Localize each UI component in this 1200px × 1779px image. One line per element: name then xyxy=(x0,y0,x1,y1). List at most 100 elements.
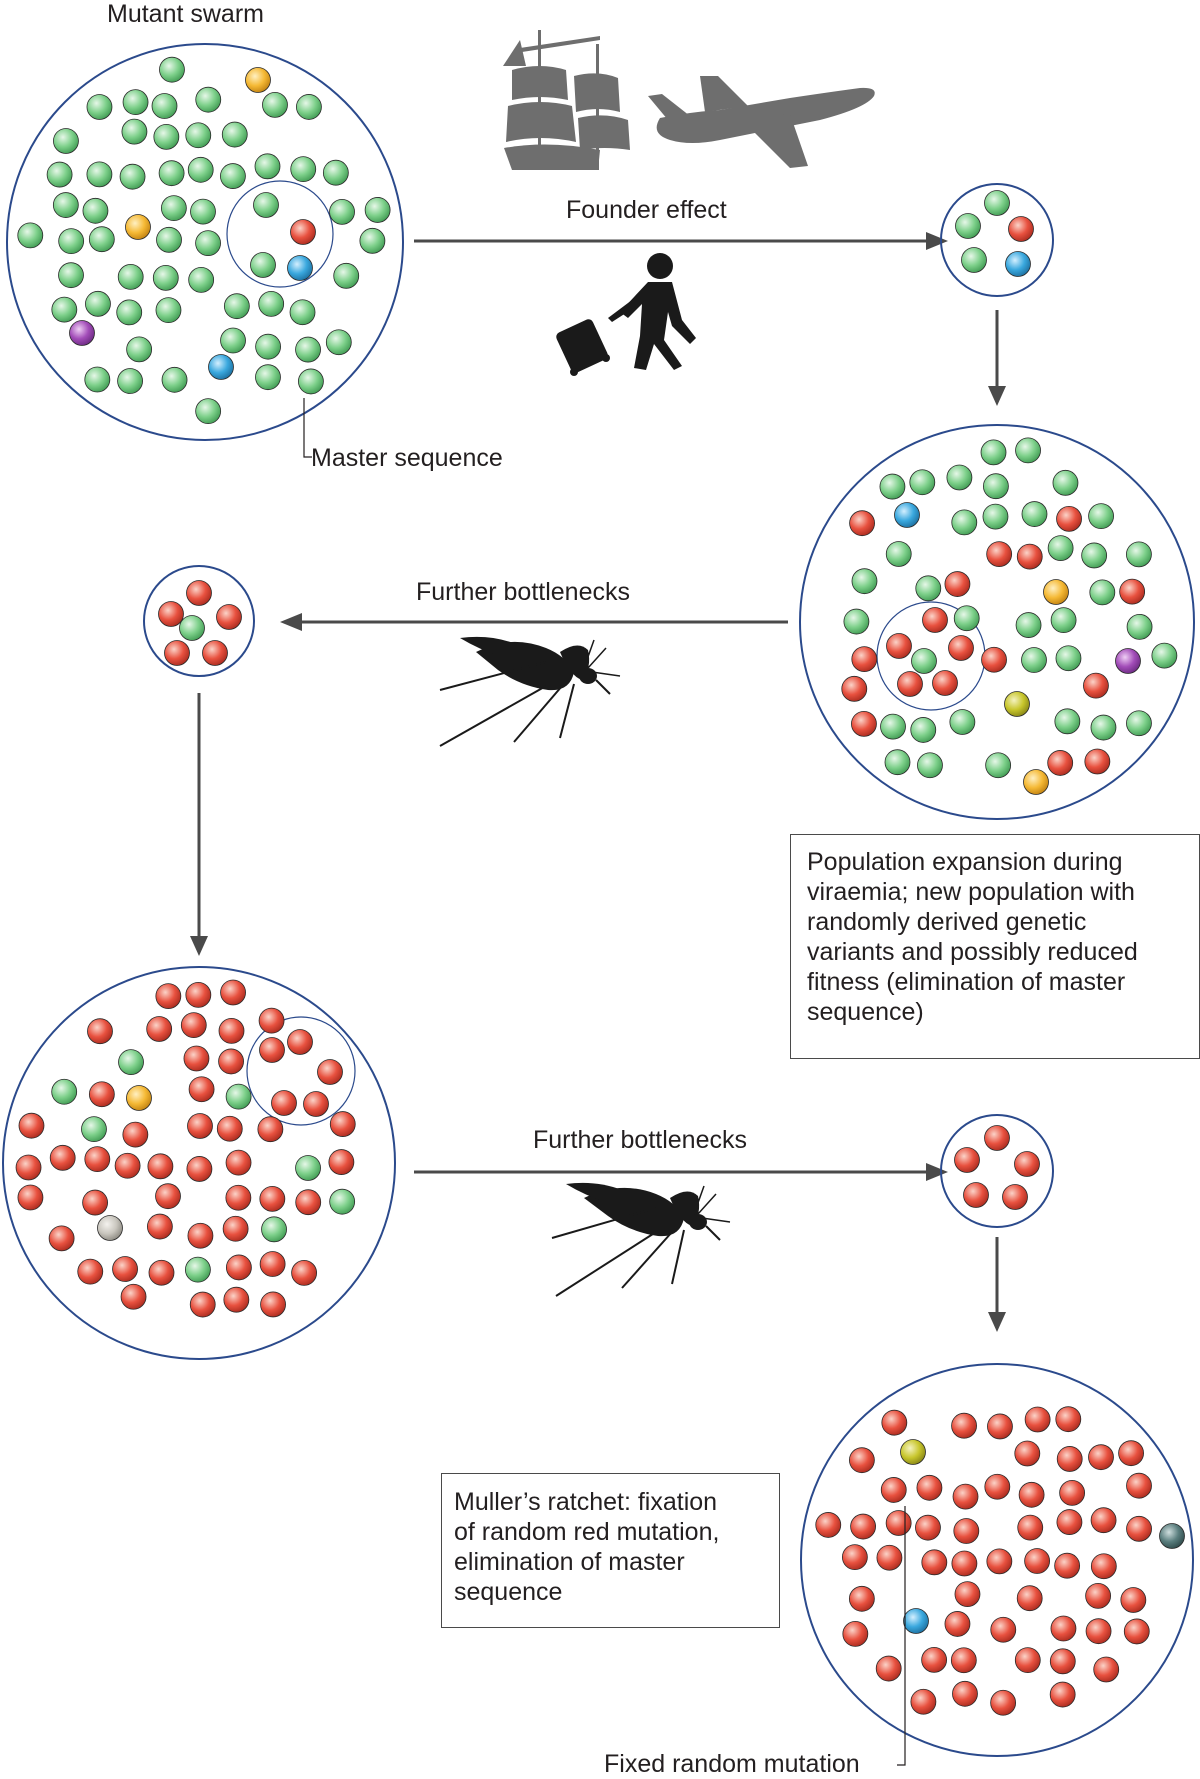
virus-particle-green xyxy=(1126,541,1152,568)
virus-particle-red xyxy=(216,604,242,630)
mullers-ratchet-note: Muller’s ratchet: fixation of random red… xyxy=(441,1473,780,1628)
virus-particle-red xyxy=(48,1225,75,1252)
virus-particle-red xyxy=(1008,216,1034,242)
virus-particle-red xyxy=(1014,1151,1040,1177)
virus-particle-red xyxy=(849,510,875,537)
virus-particle-red xyxy=(954,1147,980,1173)
virus-particle-red xyxy=(146,1213,173,1240)
virus-particle-green xyxy=(53,128,79,154)
virus-particle-red xyxy=(1056,1446,1083,1472)
virus-particle-green xyxy=(195,230,221,257)
virus-particle-green xyxy=(158,160,185,187)
virus-particle-red xyxy=(1047,750,1074,776)
virus-particle-green xyxy=(359,227,386,254)
virus-particle-green xyxy=(85,290,111,317)
virus-particle-green xyxy=(951,509,978,536)
virus-particle-green xyxy=(290,156,317,183)
virus-particle-red xyxy=(950,1647,977,1674)
virus-particle-red xyxy=(841,1544,868,1571)
virus-particle-red xyxy=(885,1510,912,1536)
virus-particle-red xyxy=(290,219,316,245)
virus-particle-green xyxy=(1054,708,1081,735)
virus-particle-red xyxy=(1002,1184,1028,1210)
virus-particle-green xyxy=(983,473,1009,500)
virus-particle-yellow xyxy=(126,1085,152,1111)
virus-particle-green xyxy=(58,228,85,255)
virus-particle-red xyxy=(328,1149,355,1175)
virus-particle-purple xyxy=(69,320,95,346)
virus-particle-red xyxy=(953,1518,980,1544)
virus-particle-red xyxy=(1014,1440,1041,1467)
virus-particle-red xyxy=(1126,1515,1152,1542)
virus-particle-green xyxy=(298,368,324,395)
virus-particle-red xyxy=(1049,1681,1076,1708)
virus-particle-green xyxy=(1021,647,1047,673)
arrow-bottleneck-to-expansion-2-head xyxy=(190,936,208,956)
virus-particle-red xyxy=(187,1222,214,1249)
virus-particle-green xyxy=(188,266,215,293)
virus-particle-red xyxy=(916,1474,943,1501)
virus-particle-red xyxy=(188,1076,215,1103)
virus-particle-green xyxy=(289,299,316,326)
virus-particle-red xyxy=(1054,1552,1081,1579)
virus-particle-green xyxy=(885,541,912,567)
virus-particle-red xyxy=(944,1611,971,1637)
virus-particle-green xyxy=(329,198,355,225)
virus-particle-red xyxy=(148,1259,175,1286)
virus-particle-red xyxy=(180,1012,207,1039)
virus-particle-red xyxy=(259,1251,286,1277)
population-bottleneck-3 xyxy=(940,1114,1054,1228)
virus-particle-green xyxy=(185,1256,211,1283)
virus-particle-green xyxy=(1052,469,1079,496)
virus-particle-red xyxy=(122,1121,149,1148)
virus-particle-green xyxy=(119,163,146,190)
virus-particle-green xyxy=(179,615,205,641)
population-bottleneck-2 xyxy=(143,565,255,677)
virus-particle-red xyxy=(1084,748,1111,775)
virus-particle-red xyxy=(842,1620,869,1647)
population-expanded-1 xyxy=(799,424,1195,820)
virus-particle-green xyxy=(82,197,109,224)
population-expanded-2 xyxy=(2,966,396,1360)
virus-particle-red xyxy=(223,1286,250,1313)
virus-particle-red xyxy=(981,646,1007,673)
virus-particle-red xyxy=(146,1016,173,1042)
virus-particle-green xyxy=(325,329,352,356)
virus-particle-blue xyxy=(1005,251,1031,277)
virus-particle-red xyxy=(120,1283,147,1310)
virus-particle-purple xyxy=(1115,648,1141,674)
virus-particle-green xyxy=(884,749,911,776)
population-founder-1 xyxy=(940,183,1054,297)
virus-particle-green xyxy=(46,161,73,188)
virus-particle-green xyxy=(984,190,1010,216)
virus-particles xyxy=(15,56,1185,1716)
virus-particle-red xyxy=(147,1153,174,1180)
virus-particle-slate xyxy=(1159,1523,1185,1549)
virus-particle-green xyxy=(255,333,282,360)
virus-particle-red xyxy=(951,1550,978,1577)
virus-particle-red xyxy=(875,1655,902,1682)
virus-particle-red xyxy=(17,1184,44,1211)
virus-particle-red xyxy=(1090,1553,1117,1580)
virus-particle-red xyxy=(1059,1480,1086,1506)
virus-particle-red xyxy=(1085,1583,1112,1609)
virus-particle-red xyxy=(226,1254,252,1281)
virus-particle-green xyxy=(1015,612,1042,638)
virus-particle-green xyxy=(117,263,144,290)
virus-particle-red xyxy=(202,640,228,666)
virus-particle-green xyxy=(58,262,84,289)
master-sequence-label: Master sequence xyxy=(311,444,503,472)
virus-particle-red xyxy=(951,1412,977,1439)
virus-particle-red xyxy=(876,1544,903,1571)
virus-particle-green xyxy=(955,213,981,239)
virus-particle-green xyxy=(1055,645,1082,672)
mutant-swarm-label: Mutant swarm xyxy=(107,0,264,28)
virus-particle-red xyxy=(164,640,190,666)
virus-particle-red xyxy=(82,1189,109,1216)
virus-particle-red xyxy=(922,607,948,633)
virus-particle-green xyxy=(153,123,180,150)
virus-particle-green xyxy=(52,192,79,218)
population-swarm-1 xyxy=(6,43,404,441)
virus-particle-red xyxy=(225,1149,252,1176)
